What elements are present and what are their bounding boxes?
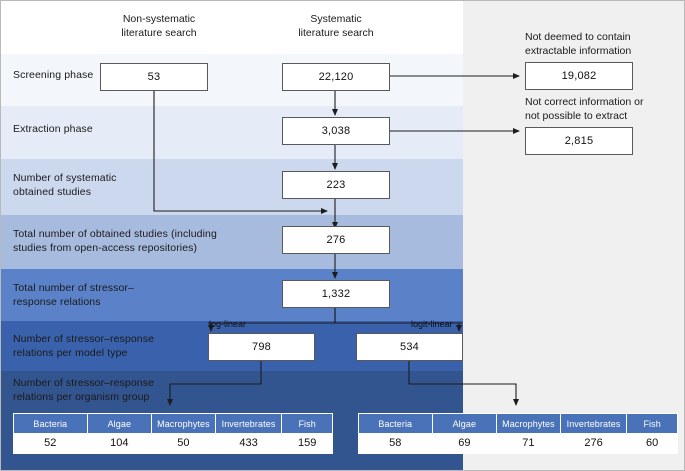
- box-systematic-screening[interactable]: 22,120: [282, 63, 390, 91]
- column-header-systematic: Systematic literature search: [298, 13, 374, 39]
- table-value-algae: 104: [87, 433, 153, 453]
- table-col-invertebrates: Invertebrates: [215, 414, 283, 433]
- table-header-row: Bacteria Algae Macrophytes Invertebrates…: [359, 414, 677, 433]
- edge-label-logit-linear: logit-linear: [411, 319, 453, 329]
- table-value-macrophytes: 50: [152, 433, 216, 453]
- band-label-screening-phase: Screening phase: [13, 69, 94, 81]
- box-non-systematic-screening[interactable]: 53: [100, 63, 208, 91]
- table-value-fish: 159: [282, 433, 332, 453]
- table-header-row: Bacteria Algae Macrophytes Invertebrates…: [14, 414, 332, 433]
- column-header-non-systematic: Non-systematic literature search: [121, 13, 197, 39]
- table-value-invertebrates: 433: [215, 433, 283, 453]
- table-col-fish: Fish: [627, 414, 677, 433]
- caption-not-correct-information: Not correct information or not possible …: [525, 96, 644, 122]
- band-label-total-relations: Total number of stressor– response relat…: [13, 282, 134, 308]
- table-col-algae: Algae: [432, 414, 498, 433]
- box-total-relations[interactable]: 1,332: [282, 280, 390, 308]
- box-extraction-phase[interactable]: 3,038: [282, 117, 390, 145]
- table-col-bacteria: Bacteria: [359, 414, 433, 433]
- band-label-total-obtained: Total number of obtained studies (includ…: [13, 228, 217, 254]
- band-label-systematic-obtained: Number of systematic obtained studies: [13, 172, 117, 198]
- caption-not-deemed-extractable: Not deemed to contain extractable inform…: [525, 31, 632, 57]
- table-value-row: 58 69 71 276 60: [359, 433, 677, 453]
- box-total-obtained[interactable]: 276: [282, 226, 390, 254]
- table-col-macrophytes: Macrophytes: [497, 414, 561, 433]
- table-value-fish: 60: [627, 433, 677, 453]
- table-col-algae: Algae: [87, 414, 153, 433]
- box-systematic-obtained[interactable]: 223: [282, 171, 390, 199]
- box-log-linear-relations[interactable]: 798: [208, 333, 315, 361]
- band-label-per-organism-group: Number of stressor–response relations pe…: [13, 377, 155, 403]
- table-col-bacteria: Bacteria: [14, 414, 88, 433]
- band-label-per-model-type: Number of stressor–response relations pe…: [13, 333, 155, 359]
- box-excluded-not-extractable[interactable]: 19,082: [525, 62, 633, 90]
- table-value-bacteria: 52: [14, 433, 88, 453]
- table-col-fish: Fish: [282, 414, 332, 433]
- table-log-linear-organisms: Bacteria Algae Macrophytes Invertebrates…: [13, 413, 333, 454]
- table-value-bacteria: 58: [359, 433, 433, 453]
- table-value-row: 52 104 50 433 159: [14, 433, 332, 453]
- table-value-macrophytes: 71: [497, 433, 561, 453]
- table-value-algae: 69: [432, 433, 498, 453]
- box-excluded-not-correct[interactable]: 2,815: [525, 127, 633, 155]
- table-value-invertebrates: 276: [560, 433, 628, 453]
- table-col-invertebrates: Invertebrates: [560, 414, 628, 433]
- table-col-macrophytes: Macrophytes: [152, 414, 216, 433]
- box-logit-linear-relations[interactable]: 534: [356, 333, 463, 361]
- band-label-extraction-phase: Extraction phase: [13, 123, 93, 135]
- table-logit-linear-organisms: Bacteria Algae Macrophytes Invertebrates…: [358, 413, 678, 454]
- edge-label-log-linear: log-linear: [209, 319, 247, 329]
- header-background: [1, 1, 463, 54]
